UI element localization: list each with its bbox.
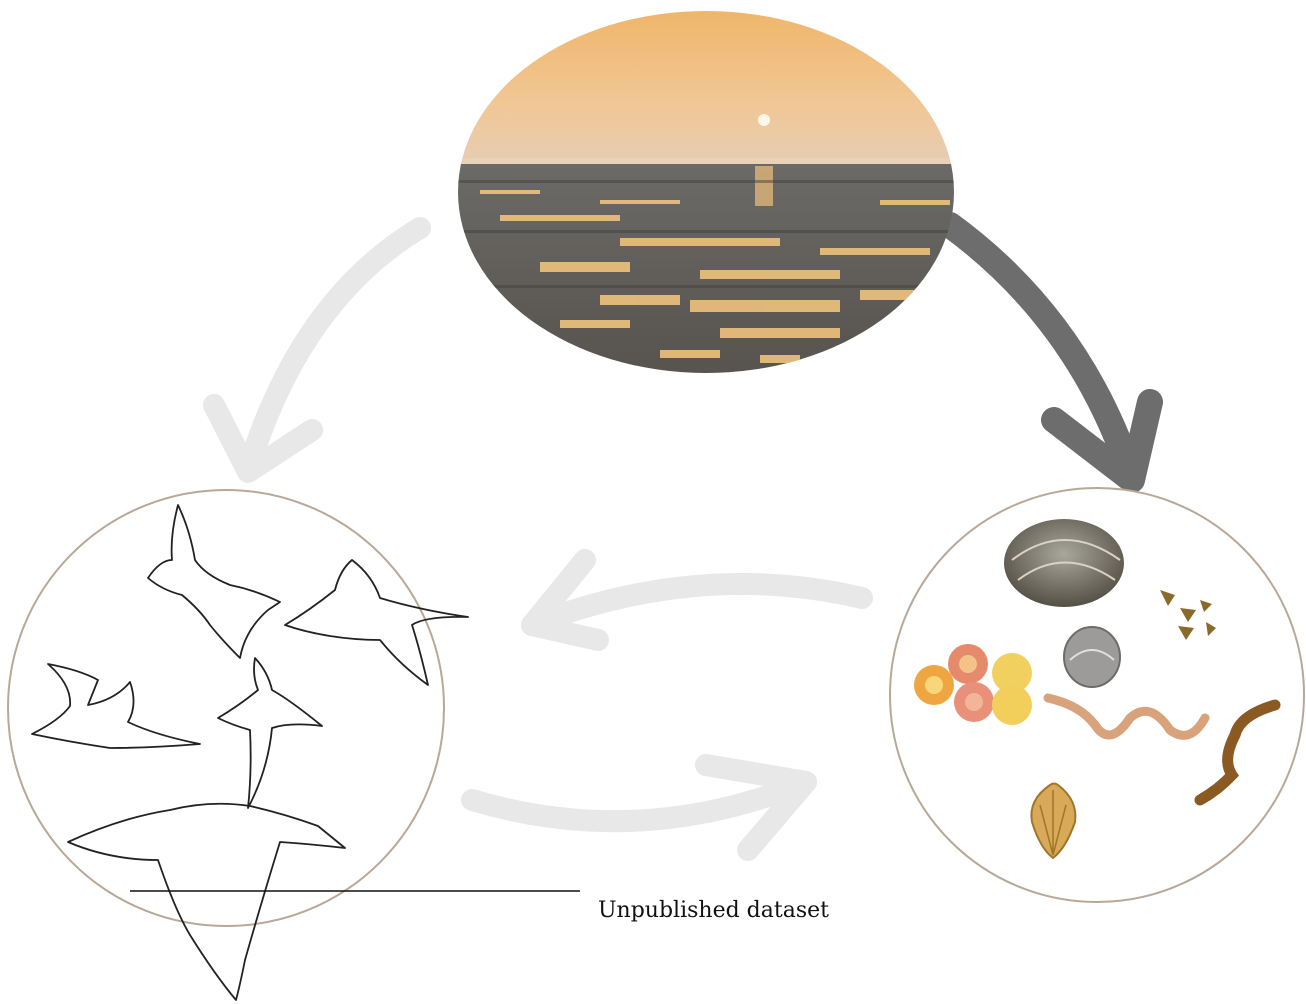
bird-sketch-2	[284, 559, 469, 686]
periwinkle-shell	[1063, 626, 1121, 688]
birds-to-prey-arrow	[461, 754, 817, 861]
bird-sketch-5	[67, 802, 346, 1001]
ragworm	[1043, 693, 1210, 740]
birds-circle	[7, 489, 445, 927]
benthic-invertebrates	[914, 519, 1281, 860]
bird-sketch-1	[147, 504, 281, 659]
habitat-to-prey-arrow	[937, 212, 1163, 493]
shell-fragments	[1160, 590, 1216, 640]
shorebird-sketches	[31, 504, 469, 1001]
lugworm	[1194, 699, 1281, 806]
caption-text: Unpublished dataset	[598, 898, 829, 923]
bird-sketch-4	[217, 657, 323, 809]
tidal-flat-photo	[458, 11, 954, 373]
tellin-shells	[914, 644, 1032, 725]
prey-to-birds-arrow	[521, 549, 873, 651]
bird-sketch-3	[31, 663, 201, 749]
sun	[758, 114, 770, 126]
habitat-to-birds-arrow	[203, 217, 431, 483]
